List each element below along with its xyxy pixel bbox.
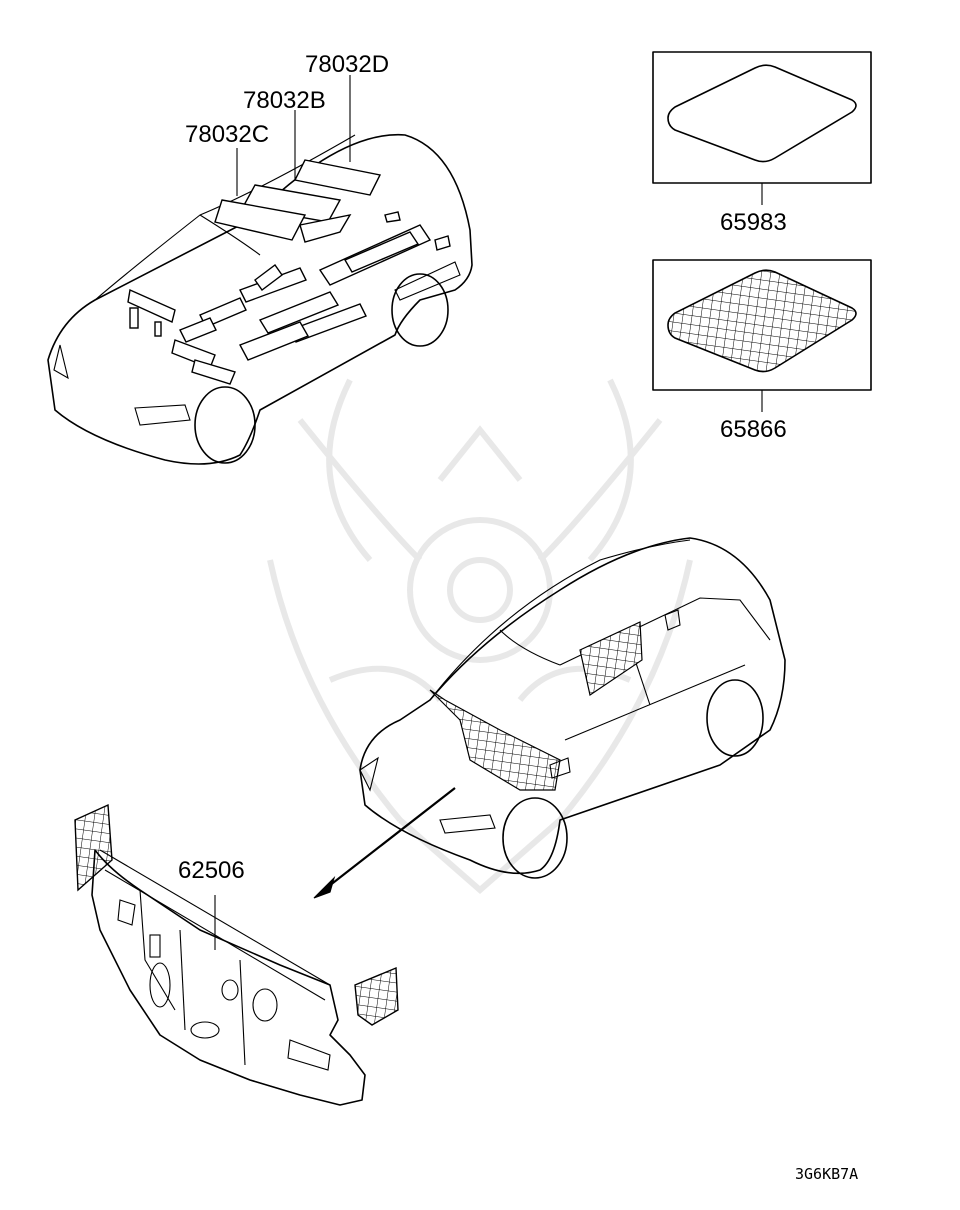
- figure-code: 3G6KB7A: [795, 1165, 858, 1183]
- car-front-view-illustration: [313, 537, 786, 899]
- silencer-mesh-box: [652, 259, 872, 412]
- label-62506: 62506: [178, 857, 245, 884]
- label-65983: 65983: [720, 209, 787, 236]
- label-78032D: 78032D: [305, 51, 389, 78]
- car-top-view-illustration: [47, 75, 473, 465]
- dash-insulator-panel: [74, 803, 399, 1106]
- label-78032C: 78032C: [185, 121, 269, 148]
- label-65866: 65866: [720, 416, 787, 443]
- roof-pads: [127, 159, 451, 385]
- label-78032B: 78032B: [243, 87, 326, 114]
- silencer-plain-box: [652, 51, 872, 205]
- watermark-emblem: [267, 378, 693, 894]
